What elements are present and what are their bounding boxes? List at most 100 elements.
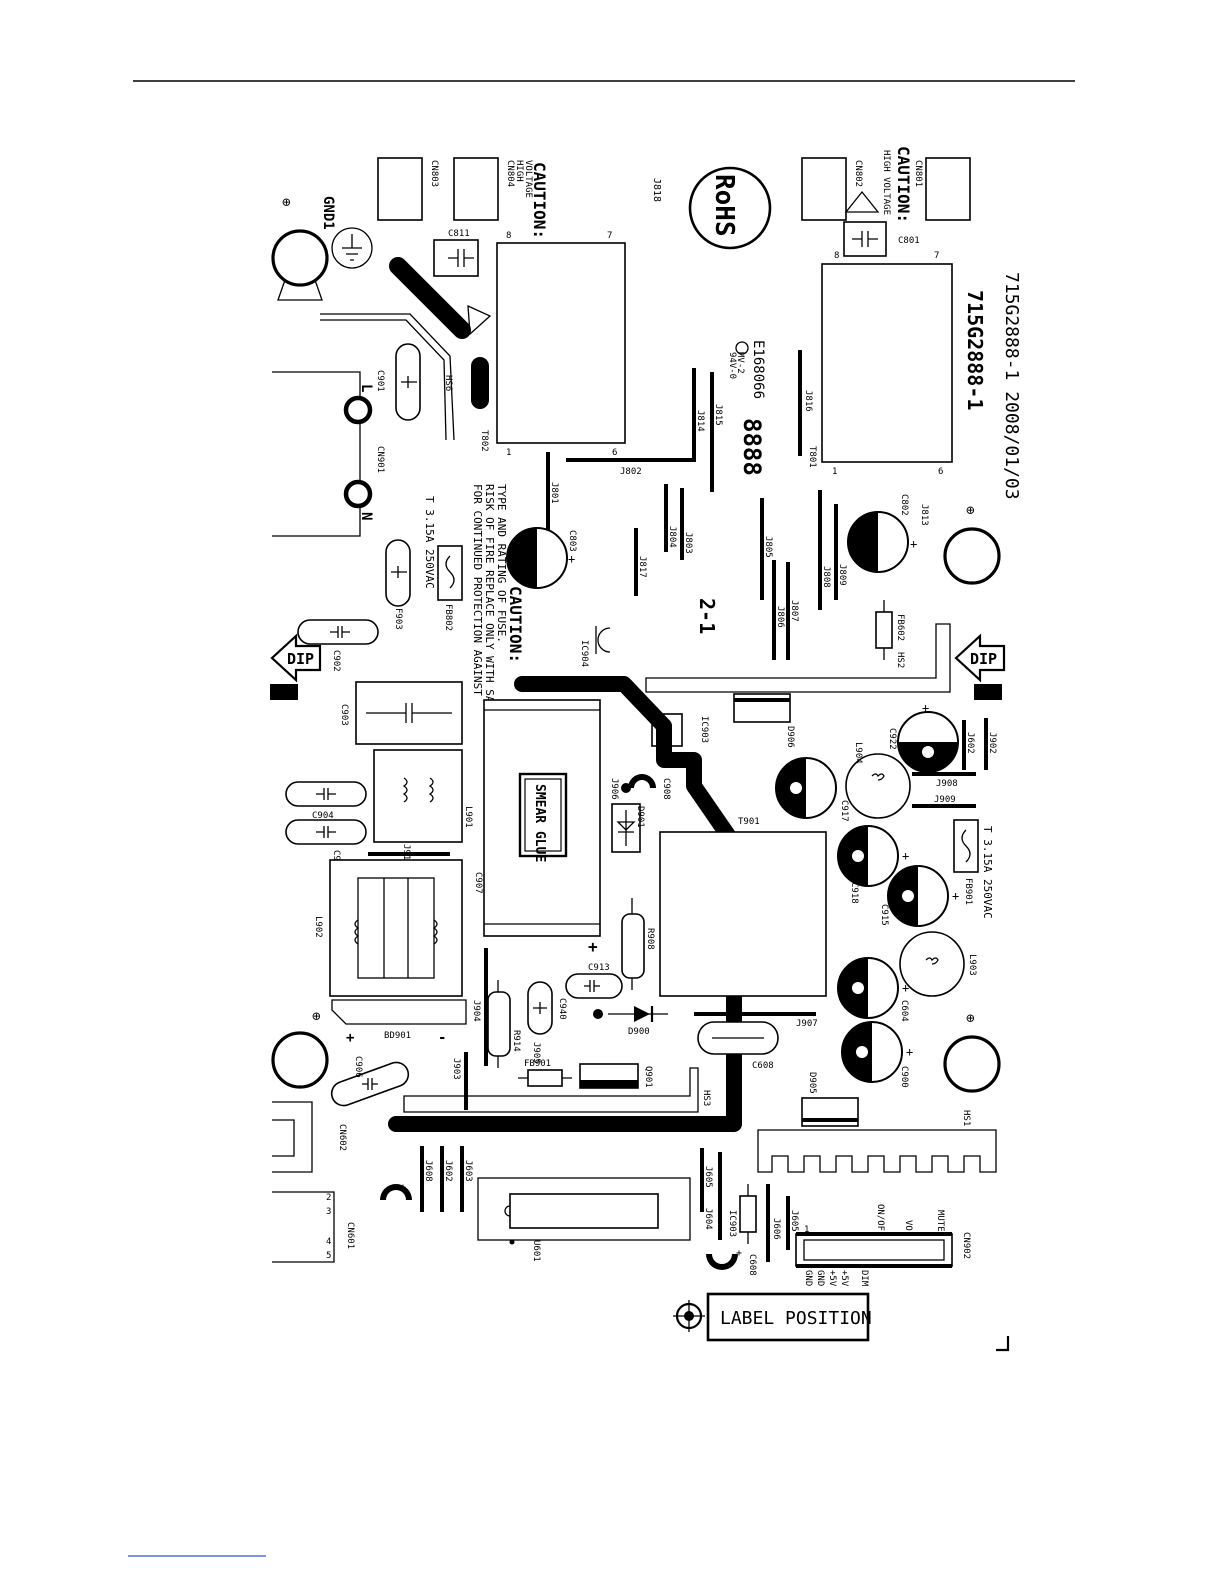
bd901-bridge: + - BD901	[331, 999, 467, 1046]
c915-label: C915	[879, 904, 889, 926]
hs2-outline	[645, 623, 951, 693]
l902-common-mode-choke: L902	[313, 859, 463, 997]
hs1-label: HS1	[961, 1110, 971, 1126]
l902-label: L902	[313, 916, 323, 938]
svg-text:J605: J605	[703, 1166, 713, 1188]
svg-text:+5V: +5V	[827, 1270, 837, 1287]
screw-icon: ⊕	[308, 1012, 324, 1021]
c906-label: C913	[588, 963, 610, 973]
l901-label: L901	[463, 806, 473, 828]
c803-capacitor: + C803	[506, 527, 577, 589]
label-position-box: LABEL POSITION	[673, 1292, 872, 1342]
r914-resistor: R914	[487, 980, 521, 1068]
c918-capacitor: + C918	[837, 825, 909, 904]
hs1-heatsink	[757, 1129, 997, 1173]
svg-text:J605: J605	[789, 1210, 799, 1232]
rohs-text: RoHS	[709, 174, 739, 237]
fuse-caution-line3: TYPE AND RATING OF FUSE.	[495, 484, 508, 643]
c803-label: C803	[567, 530, 577, 552]
cn602-label: CN602	[337, 1124, 347, 1151]
nr901-label: F903	[393, 608, 403, 630]
q901-transistor: Q901	[579, 1063, 653, 1089]
ic904: IC904	[579, 626, 611, 667]
svg-text:J910: J910	[401, 844, 411, 866]
svg-text:J907: J907	[796, 1019, 818, 1029]
svg-text:J813: J813	[919, 504, 929, 526]
svg-text:MUTE: MUTE	[935, 1210, 945, 1232]
dip-right-label: DIP	[970, 650, 997, 668]
mounting-hole	[943, 1035, 1001, 1093]
f903-label: FB901	[963, 878, 973, 905]
c902-capacitor: C902	[297, 619, 379, 672]
svg-text:GND: GND	[815, 1270, 825, 1286]
smear-glue-text: SMEAR GLUE	[532, 784, 547, 862]
c604-capacitor: + C608	[706, 1248, 757, 1276]
hs2-label: HS2	[895, 652, 905, 668]
svg-text:J814: J814	[695, 410, 705, 432]
c903-label: C903	[339, 704, 349, 726]
c904-capacitor: C904	[285, 781, 367, 821]
l904-label: L904	[853, 742, 863, 764]
c938-capacitor: C940	[527, 981, 567, 1035]
hs3-label: HS3	[701, 1090, 711, 1106]
c917-capacitor: C917	[775, 757, 849, 822]
c801-label: C801	[898, 236, 920, 246]
c900-capacitor: C608	[697, 1021, 779, 1071]
svg-text:J903: J903	[451, 1058, 461, 1080]
svg-text:94V-0: 94V-0	[727, 352, 737, 379]
caution-heading-t801: CAUTION:	[894, 146, 913, 223]
svg-text:J604: J604	[703, 1208, 713, 1230]
svg-text:+: +	[736, 1248, 742, 1259]
d905-diode: D905	[801, 1072, 859, 1127]
dip-left-label: DIP	[287, 650, 314, 668]
c608-capacitor: +	[380, 1182, 412, 1200]
svg-text:J803: J803	[683, 532, 693, 554]
c908-capacitor: C908	[628, 774, 671, 800]
svg-text:J602: J602	[965, 732, 975, 754]
t802-label: T802	[479, 430, 489, 452]
svg-text:J805: J805	[763, 536, 773, 558]
l904-inductor: L904	[845, 742, 911, 819]
svg-text:GND: GND	[803, 1270, 813, 1286]
mounting-hole	[271, 1031, 329, 1089]
svg-text:J808: J808	[821, 566, 831, 588]
svg-text:ON/OFF: ON/OFF	[875, 1204, 885, 1237]
part-number-date: 715G2888-1 2008/01/03	[1001, 272, 1022, 500]
cn804-connector: CN804 HIGH VOLTAGE	[453, 157, 533, 221]
svg-text:6: 6	[612, 448, 617, 458]
r914-label: R914	[511, 1030, 521, 1052]
svg-text:-: -	[438, 1030, 446, 1046]
r908-label: R908	[645, 928, 655, 950]
c811-capacitor: C811	[433, 229, 479, 277]
svg-text:J817: J817	[637, 556, 647, 578]
cn901-label: CN901	[375, 446, 385, 473]
svg-text:J908: J908	[936, 779, 958, 789]
r908-resistor: R908	[621, 898, 655, 990]
fb802-label: FB602	[895, 614, 905, 641]
panel-number: 2-1	[695, 598, 719, 634]
l903-label: L903	[967, 954, 977, 976]
fuse-caution-line1: FOR CONTINUED PROTECTION AGAINST	[471, 484, 484, 696]
c922-capacitor: + C922	[887, 701, 959, 773]
c811-label: C811	[448, 229, 470, 239]
f901-label: FB802	[443, 604, 453, 631]
l901-inductor: L901	[373, 749, 473, 843]
hv-triangle-icon	[467, 304, 492, 336]
gnd1-mounting: GND1 ⊕	[271, 196, 373, 301]
ul-code: E168066	[750, 340, 766, 399]
svg-text:MV-2: MV-2	[735, 352, 745, 374]
c938-label: C940	[557, 998, 567, 1020]
j818-label: J818	[651, 178, 662, 202]
svg-text:J802: J802	[620, 467, 642, 477]
u601-label: U601	[531, 1240, 541, 1262]
dip-arrow-right: DIP	[954, 633, 1006, 700]
fb901-label: FB901	[524, 1059, 551, 1069]
svg-text:+: +	[588, 937, 598, 956]
svg-text:+: +	[906, 1045, 913, 1059]
c801-capacitor: C801	[843, 221, 920, 257]
c940-label: C604	[899, 1000, 909, 1022]
svg-text:3: 3	[326, 1207, 331, 1217]
svg-text:J906: J906	[609, 778, 619, 800]
svg-text:1: 1	[832, 467, 837, 477]
t801-high-voltage: HIGH VOLTAGE	[881, 150, 891, 215]
